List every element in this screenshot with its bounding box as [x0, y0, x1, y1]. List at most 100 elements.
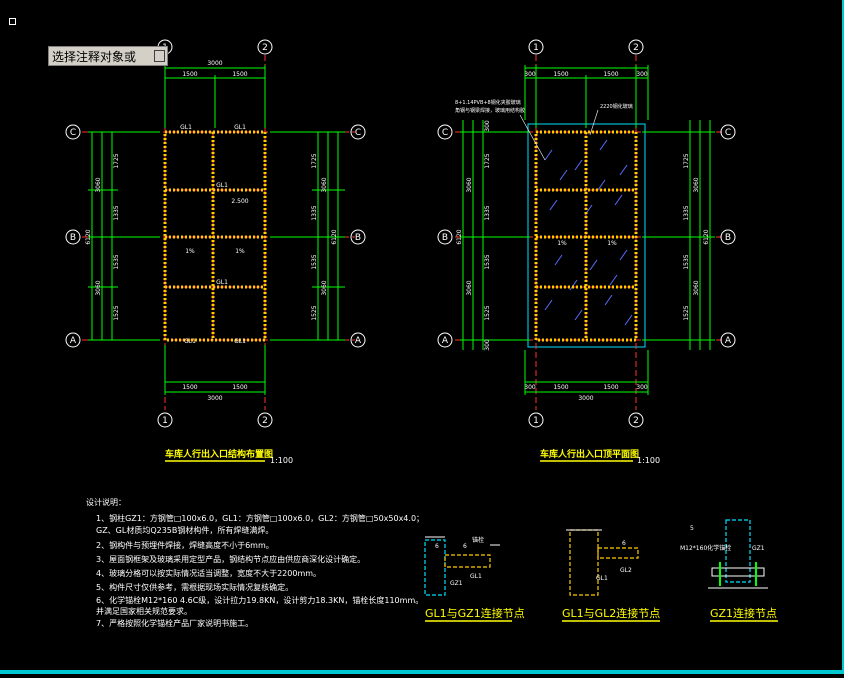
left-axis-label-a-right: A [355, 336, 362, 346]
right-plan-title: 车库人行出入口顶平面图 [540, 448, 639, 460]
left-dim-1535: 1535 [113, 254, 120, 269]
right-l-dim-1335: 1335 [484, 205, 491, 220]
right-r-span-2: 3060 [693, 280, 700, 295]
right-axis-bubble-1-top [528, 39, 544, 55]
left-beam-label-2: GL1 [234, 124, 246, 131]
right-axis-bubble-1-bottom [528, 412, 544, 428]
notes-line-6: 5、构件尺寸仅供参考，需根据现场实际情况复核确定。 [96, 582, 293, 592]
d1-title: GL1与GZ1连接节点 [425, 607, 525, 620]
right-top-dim-3: 1500 [603, 71, 618, 78]
left-beams [163, 130, 267, 342]
right-l-span-1: 3060 [466, 177, 473, 192]
left-r-total: 6120 [331, 229, 338, 244]
notes-line-8: 并满足国家相关规范要求。 [96, 606, 192, 616]
notes-line-4: 3、屋面钢框架及玻璃采用定型产品，钢结构节点应由供应商深化设计确定。 [96, 554, 365, 564]
right-l-dim-300a: 300 [484, 120, 491, 132]
dropdown-icon[interactable] [154, 50, 165, 62]
notes-line-7: 6、化学锚栓M12*160 4.6C级，设计拉力19.8KN，设计剪力18.3K… [96, 595, 423, 605]
right-r-span-1: 3060 [693, 177, 700, 192]
left-bottom-half-r: 1500 [232, 384, 247, 391]
left-axis-label-2-top: 2 [262, 43, 268, 53]
right-axis-bubble-2-bottom [628, 412, 644, 428]
left-axis-bubble-c-right [350, 124, 366, 140]
left-dim-1525: 1525 [113, 305, 120, 320]
right-axis-label-2-top: 2 [633, 43, 639, 53]
left-axis-bubble-b-left [65, 229, 81, 245]
window-border-bottom [0, 670, 844, 674]
left-elev: 2.500 [231, 198, 248, 205]
left-plan-title: 车库人行出入口结构布置图 [165, 448, 273, 460]
left-r-dim-1535: 1535 [311, 254, 318, 269]
left-axis-label-2-bottom: 2 [262, 416, 268, 426]
notes-heading: 设计说明： [86, 497, 126, 507]
left-r-span-2: 3060 [321, 280, 328, 295]
d1-label-gz1: GZ1 [450, 580, 463, 587]
right-note-2: 角钢与钢梁焊接，玻璃用结构胶 [455, 107, 525, 114]
right-note-3: 2220钢化玻璃 [600, 103, 633, 110]
left-axis-label-c-right: C [355, 128, 361, 138]
right-r-dim-1335: 1335 [683, 205, 690, 220]
right-top-dim-2: 1500 [553, 71, 568, 78]
left-axis-bubble-2-top [257, 39, 273, 55]
d2-label-w: 6 [622, 540, 626, 547]
left-span-2: 3060 [95, 280, 102, 295]
right-top-dim-4: 300 [636, 71, 648, 78]
d1-label-w1: 6 [435, 543, 439, 550]
left-beam-label-5: GL1 [184, 338, 196, 345]
right-plan: 1 2 1 2 C B A C B A 300 1500 1500 300 30… [437, 39, 736, 465]
left-plan-scale: 1:100 [270, 456, 293, 465]
right-l-dim-1535: 1535 [484, 254, 491, 269]
left-slope-l: 1% [185, 248, 195, 255]
right-axis-bubble-c-right [720, 124, 736, 140]
right-axis-bubble-b-right [720, 229, 736, 245]
left-r-dim-1335: 1335 [311, 205, 318, 220]
left-dim-1725: 1725 [113, 153, 120, 168]
design-notes: 设计说明： 1、钢柱GZ1：方钢管□100x6.0，GL1：方钢管□100x6.… [86, 497, 424, 628]
right-axis-label-1-bottom: 1 [533, 416, 539, 426]
detail-gz1: GZ1 M12*160化学锚栓 5 GZ1连接节点 [680, 519, 778, 622]
right-bottom-dim-4: 300 [636, 384, 648, 391]
left-axis-lines [82, 55, 355, 410]
right-l-span-2: 3060 [466, 280, 473, 295]
right-axis-bubble-a-right [720, 332, 736, 348]
left-dim-1335: 1335 [113, 205, 120, 220]
left-r-dim-1725: 1725 [311, 153, 318, 168]
left-bottom-total: 3000 [207, 395, 222, 402]
right-r-dim-1725: 1725 [683, 153, 690, 168]
left-axis-label-b-left: B [70, 233, 76, 243]
notes-line-5: 4、玻璃分格可以按实际情况适当调整，宽度不大于2200mm。 [96, 568, 321, 578]
right-axis-bubble-2-top [628, 39, 644, 55]
d1-label-anchor: 锚栓 [472, 536, 484, 544]
left-beam-label-6: GL1 [234, 338, 246, 345]
d1-label-gl1: GL1 [470, 573, 482, 580]
command-tooltip[interactable]: 选择注释对象或 [48, 46, 168, 66]
left-top-total: 3000 [207, 60, 222, 67]
right-bottom-dim-3: 1500 [603, 384, 618, 391]
right-note-1: 8+1.14PVB+8钢化夹胶玻璃 [455, 99, 521, 106]
right-axis-label-a-left: A [442, 336, 449, 346]
left-beam-label-4: GL1 [216, 279, 228, 286]
d3-label-anchor: M12*160化学锚栓 [680, 544, 731, 552]
left-bottom-half-l: 1500 [182, 384, 197, 391]
left-beam-label-3: GL1 [216, 182, 228, 189]
left-axis-label-c-left: C [70, 128, 76, 138]
right-r-dim-1525: 1525 [683, 305, 690, 320]
left-r-dim-1525: 1525 [311, 305, 318, 320]
left-total: 6120 [85, 229, 92, 244]
right-bottom-total: 3000 [578, 395, 593, 402]
left-axis-bubble-a-right [350, 332, 366, 348]
d2-title: GL1与GL2连接节点 [562, 607, 660, 620]
right-axis-bubble-c-left [437, 124, 453, 140]
right-l-dim-1525: 1525 [484, 305, 491, 320]
left-axis-label-a-left: A [70, 336, 77, 346]
right-slope-l: 1% [557, 240, 567, 247]
left-r-span-1: 3060 [321, 177, 328, 192]
right-bottom-dim-2: 1500 [553, 384, 568, 391]
right-axis-bubble-b-left [437, 229, 453, 245]
right-axis-label-1-top: 1 [533, 43, 539, 53]
right-axis-label-c-right: C [725, 128, 731, 138]
tooltip-label: 选择注释对象或 [52, 50, 137, 64]
left-top-half-l: 1500 [182, 71, 197, 78]
